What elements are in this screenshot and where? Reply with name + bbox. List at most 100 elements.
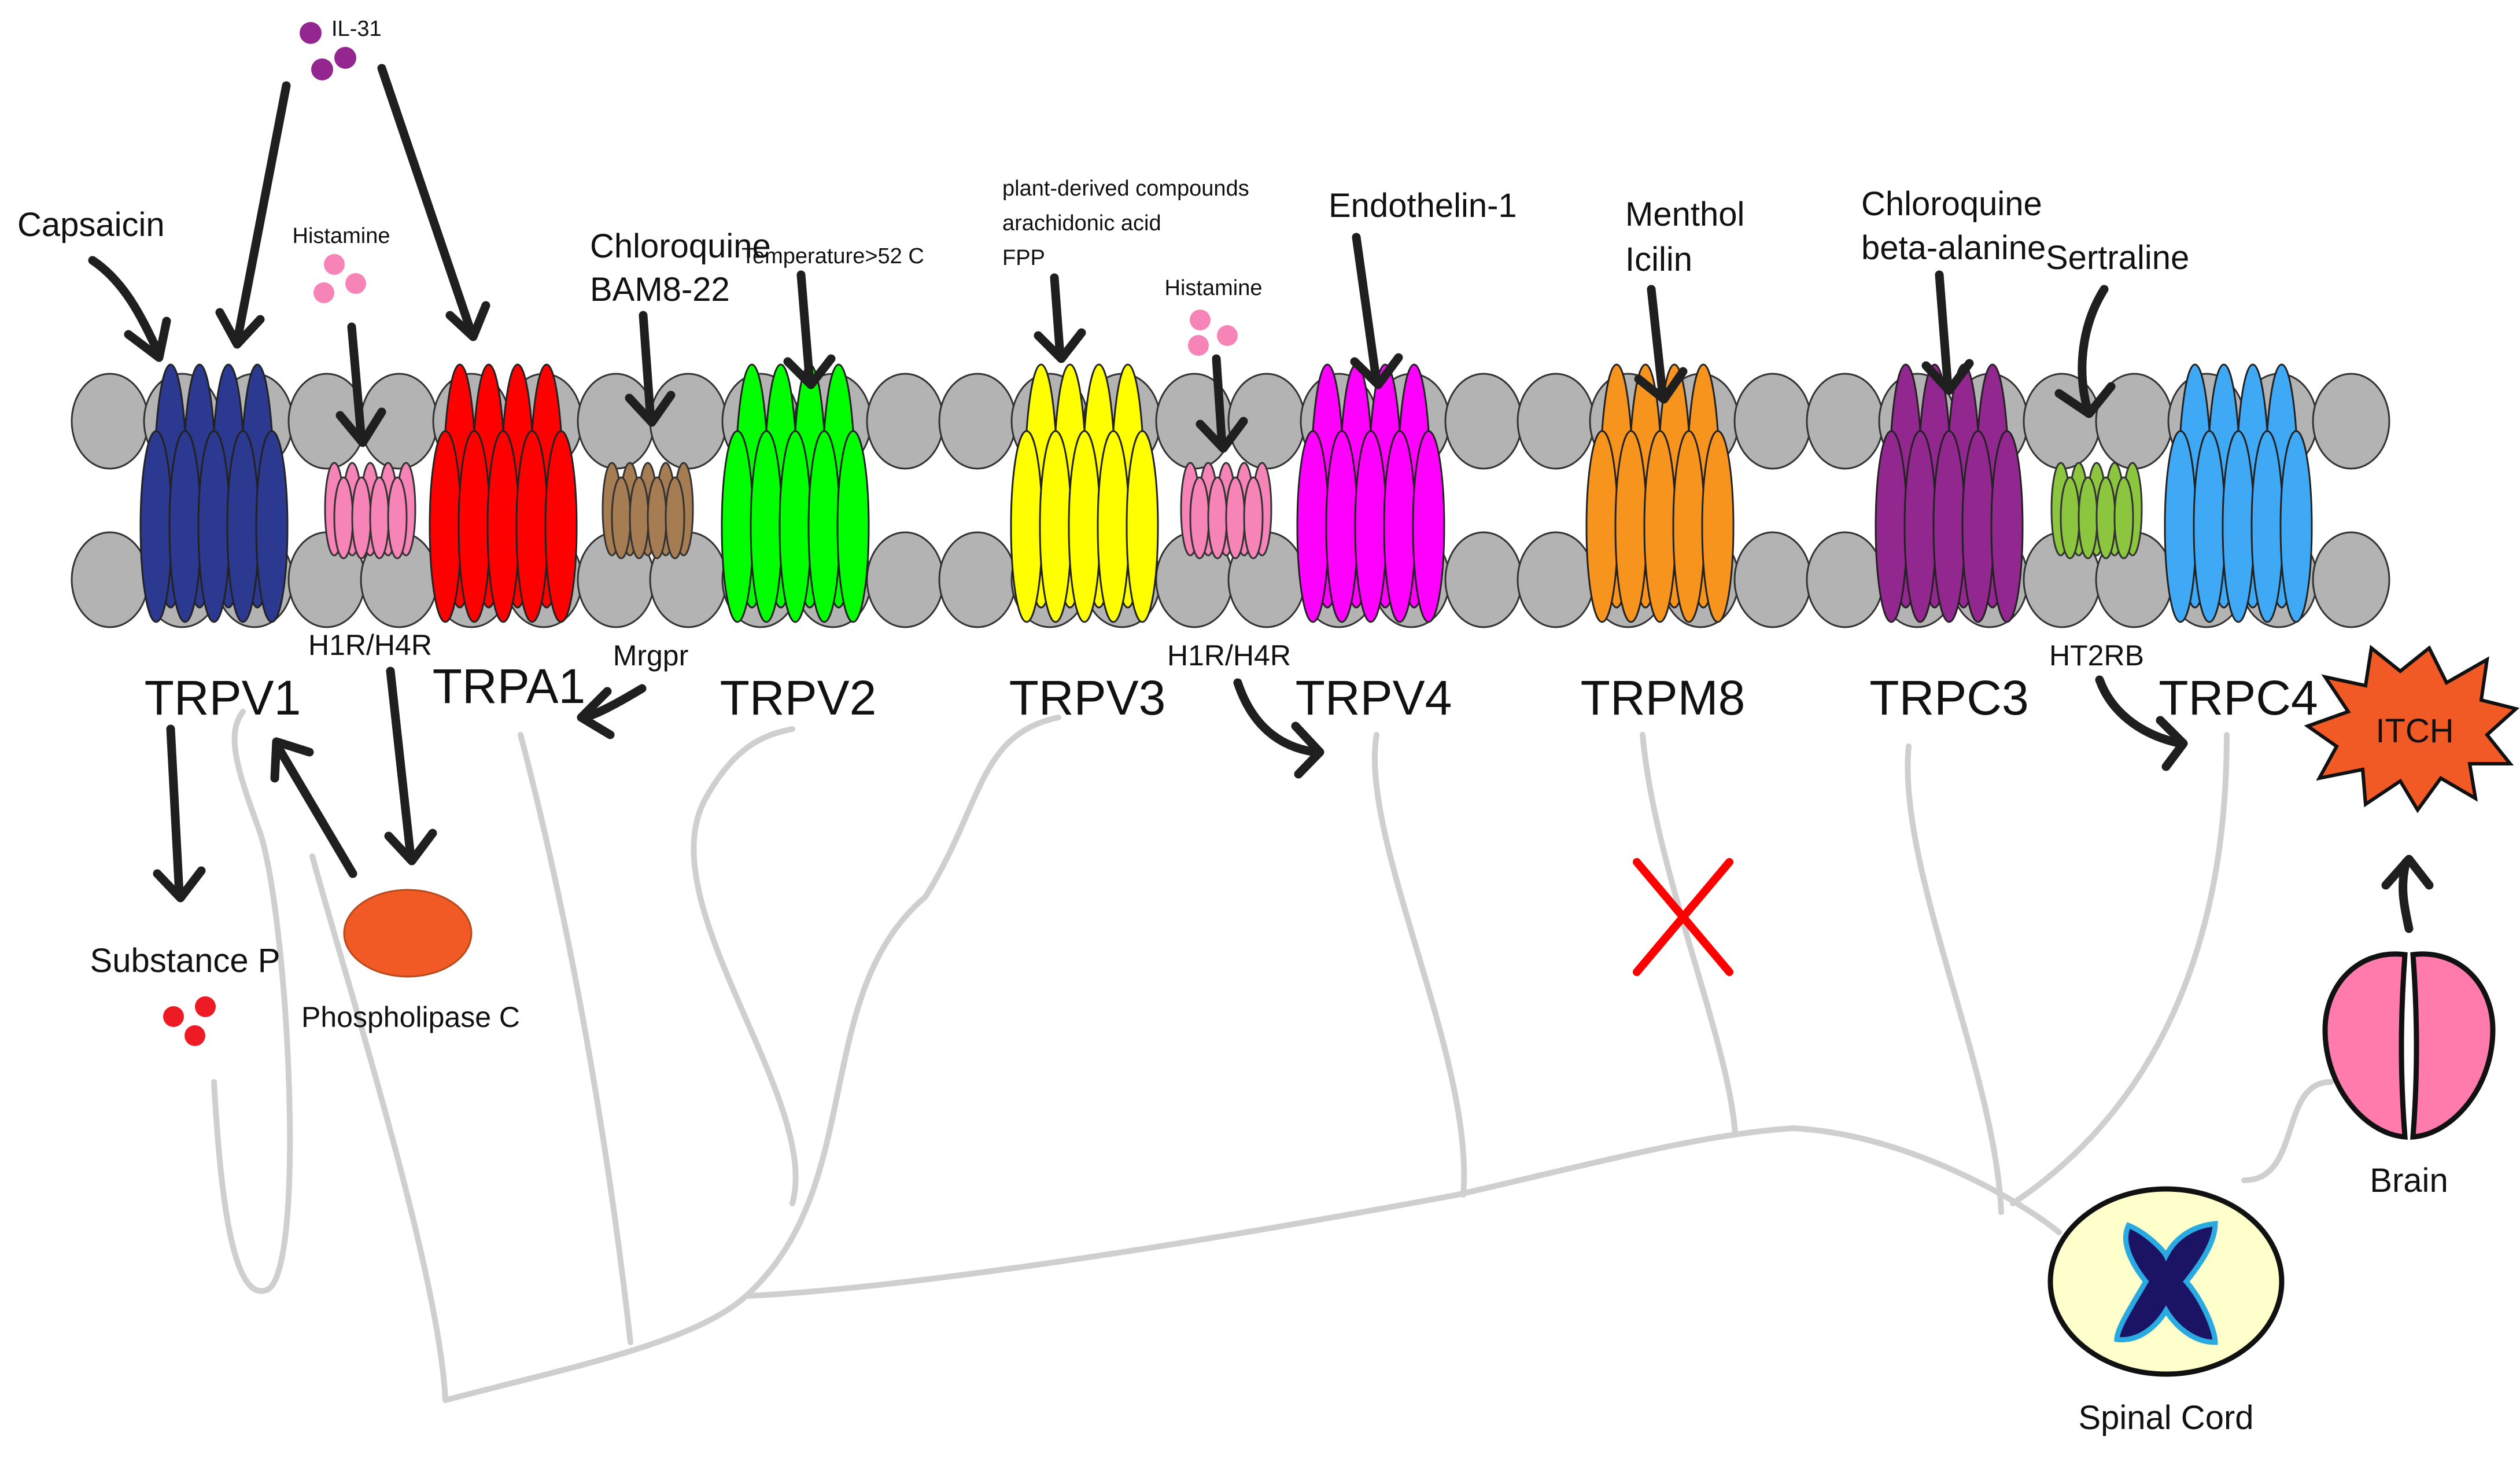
spinal-cord: Spinal Cord <box>2047 1186 2285 1437</box>
temperature-label: Temperature>52 C <box>741 244 924 268</box>
label-mrgpr: Mrgpr <box>613 639 689 672</box>
arrowhead <box>153 866 206 903</box>
lipid-head <box>938 531 1017 628</box>
arrow-chloroquine-1 <box>639 311 655 424</box>
channel-trpm8 <box>1585 363 1735 623</box>
channel-subunit <box>2222 430 2255 623</box>
nerve-trpc3 <box>1905 743 2004 1215</box>
channel-subunit <box>429 430 462 623</box>
substance-p: Substance P <box>90 942 281 1046</box>
receptor-subunit <box>629 476 650 559</box>
nerve-trpv1-loop <box>211 709 293 1294</box>
arrowhead <box>2054 382 2116 418</box>
label-ht2rb: HT2RB <box>2049 639 2144 672</box>
channel-subunit <box>1672 430 1706 623</box>
chloroquine-label-2: Chloroquine <box>1861 185 2042 223</box>
channel-subunit <box>2250 430 2284 623</box>
channel-subunit <box>1383 430 1416 623</box>
channel-subunit <box>1990 430 2024 623</box>
lipid-head <box>649 373 728 470</box>
arrowhead <box>1291 721 1324 779</box>
phospholipase-c: Phospholipase C <box>301 889 520 1033</box>
receptor-subunit <box>1189 476 1210 559</box>
lipid-head <box>866 531 944 628</box>
channel-trpv3 <box>1010 363 1159 623</box>
arrow-temperature <box>796 270 814 386</box>
endothelin-label: Endothelin-1 <box>1329 187 1517 224</box>
arrow-il31-trpa1 <box>377 64 476 337</box>
il31-dot <box>311 58 333 80</box>
receptor-subunit <box>665 476 685 559</box>
arrowhead <box>2381 855 2434 890</box>
receptor-subunit <box>611 476 632 559</box>
substance-p-dot <box>163 1006 184 1027</box>
label-trpm8: TRPM8 <box>1581 671 1746 725</box>
arrow-brain-itch <box>2399 857 2414 933</box>
bam822-label: BAM8-22 <box>590 271 730 308</box>
arrowhead <box>270 737 314 783</box>
channel-subunit <box>1039 430 1072 623</box>
nerve-trpm8 <box>1640 732 1738 1137</box>
il31-dot <box>334 47 356 69</box>
fpp-label: FPP <box>1002 246 1045 270</box>
channel-subunit <box>778 430 812 623</box>
channel-subunit <box>1325 430 1359 623</box>
arrowhead <box>1034 328 1086 363</box>
brain: Brain <box>2322 951 2496 1199</box>
arrows <box>88 64 2434 933</box>
substance-p-dot <box>195 996 216 1017</box>
arrowhead <box>1634 367 1688 404</box>
channel-trpa1 <box>429 363 578 623</box>
il31-molecules <box>300 22 356 80</box>
histamine-dot <box>1188 335 1209 356</box>
receptor-subunit <box>387 476 408 559</box>
label-trpa1: TRPA1 <box>433 659 586 713</box>
channel-subunit <box>1354 430 1388 623</box>
il31-label: IL-31 <box>331 17 382 41</box>
receptor-subunit <box>1225 476 1246 559</box>
receptor-subunit <box>2113 476 2134 559</box>
channel-subunit <box>1010 430 1043 623</box>
arrow-il31-trpv1 <box>233 81 291 346</box>
nerve-trpc4 <box>2010 732 2230 1206</box>
label-trpc3: TRPC3 <box>1869 671 2028 725</box>
receptor-subunit <box>2078 476 2098 559</box>
channel-subunit <box>750 430 783 623</box>
nerve-trpv3 <box>743 715 1061 1299</box>
arrow-menthol <box>1647 285 1667 401</box>
channel-subunit <box>168 430 202 623</box>
arrowhead <box>215 308 265 349</box>
receptor-subunit <box>2060 476 2080 559</box>
nerve-trpv1 <box>309 853 448 1403</box>
channel-group <box>139 363 2313 623</box>
receptor-labels: H1R/H4R Mrgpr H1R/H4R HT2RB <box>308 629 2144 672</box>
receptor-3 <box>2050 462 2143 559</box>
lipid-head <box>1806 373 1884 470</box>
channel-subunit <box>515 430 549 623</box>
label-trpv2: TRPV2 <box>720 671 877 725</box>
il31-dot <box>300 22 322 44</box>
receptor-subunit <box>351 476 372 559</box>
channel-subunit <box>197 430 231 623</box>
lipid-head <box>2312 531 2390 628</box>
lipid-head <box>866 373 944 470</box>
receptor-1 <box>602 462 694 559</box>
arrowhead <box>124 316 171 362</box>
channel-subunit <box>807 430 841 623</box>
arrow-endothelin <box>1352 233 1381 386</box>
arrowhead <box>384 829 437 866</box>
arrowhead <box>335 407 386 447</box>
menthol-label: Menthol <box>1625 196 1744 233</box>
channel-subunit <box>255 430 289 623</box>
receptor-subunit <box>2095 476 2116 559</box>
label-trpv4: TRPV4 <box>1296 671 1452 725</box>
substance-p-label: Substance P <box>90 942 281 980</box>
channel-subunit <box>226 430 260 623</box>
receptor-subunit <box>1207 476 1228 559</box>
arrow-ht2rb-trpc4 <box>2095 675 2185 748</box>
channel-trpv1 <box>139 363 289 623</box>
arrow-h1r-plc <box>386 667 415 861</box>
channel-trpc3 <box>1875 363 2024 623</box>
channel-trpc4 <box>2164 363 2313 623</box>
